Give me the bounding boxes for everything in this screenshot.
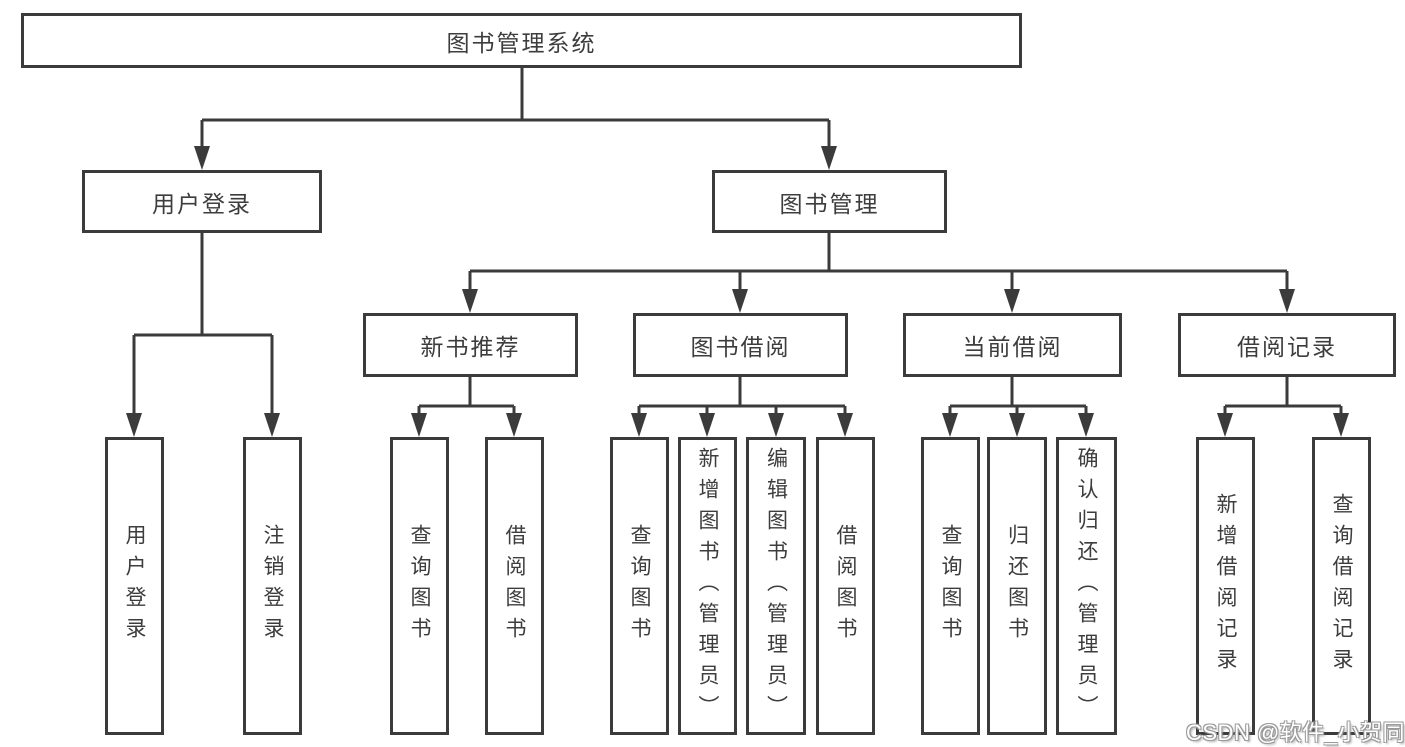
leaf-query-books-current: 查询图书 <box>921 437 980 735</box>
node-book-management: 图书管理 <box>712 170 947 233</box>
connector-book-borrow-to-leaves <box>631 377 853 437</box>
leaf-add-borrow-record: 新增借阅记录 <box>1196 437 1255 735</box>
node-borrow-records: 借阅记录 <box>1178 313 1396 377</box>
connector-user-login-to-leaves <box>126 233 280 437</box>
connector-root-to-level2 <box>194 67 837 170</box>
leaf-confirm-return-admin: 确认归还（管理员） <box>1056 437 1117 735</box>
node-label: 当前借阅 <box>962 334 1063 360</box>
leaf-borrow-books-recommend: 借阅图书 <box>485 437 544 735</box>
leaf-label: 确认归还（管理员） <box>1075 446 1098 726</box>
node-current-borrow: 当前借阅 <box>903 313 1122 377</box>
leaf-edit-book-admin: 编辑图书（管理员） <box>746 437 806 735</box>
csdn-watermark: CSDN @软件_小贺同学 <box>1186 720 1405 745</box>
leaf-label: 查询借阅记录 <box>1330 493 1353 679</box>
leaf-label: 注销登录 <box>261 524 284 648</box>
leaf-user-login: 用户登录 <box>105 437 164 735</box>
node-book-borrow: 图书借阅 <box>633 313 848 377</box>
node-label: 用户登录 <box>152 190 252 217</box>
node-library-management-system: 图书管理系统 <box>21 13 1022 68</box>
leaf-label: 借阅图书 <box>503 524 526 648</box>
connector-current-borrow-to-leaves <box>942 377 1094 437</box>
node-new-book-recommend: 新书推荐 <box>363 313 578 377</box>
node-label: 图书管理系统 <box>446 29 597 56</box>
leaf-query-books-recommend: 查询图书 <box>390 437 449 735</box>
leaf-logout: 注销登录 <box>243 437 302 735</box>
connector-borrow-records-to-leaves <box>1217 377 1349 437</box>
leaf-label: 查询图书 <box>628 524 651 648</box>
leaf-borrow-books: 借阅图书 <box>816 437 875 735</box>
node-label: 图书借阅 <box>690 334 791 360</box>
leaf-label: 借阅图书 <box>834 524 857 648</box>
node-label: 图书管理 <box>779 190 880 217</box>
connector-new-book-recommend-to-leaves <box>411 377 522 437</box>
connector-book-management-to-level3 <box>462 233 1295 313</box>
node-user-login: 用户登录 <box>82 170 322 233</box>
leaf-label: 编辑图书（管理员） <box>764 446 788 726</box>
leaf-query-books-borrow: 查询图书 <box>610 437 669 735</box>
leaf-label: 新增借阅记录 <box>1214 493 1237 679</box>
leaf-query-borrow-record: 查询借阅记录 <box>1312 437 1371 735</box>
leaf-label: 查询图书 <box>939 524 962 648</box>
leaf-return-book: 归还图书 <box>987 437 1047 735</box>
node-label: 新书推荐 <box>420 334 521 360</box>
leaf-label: 查询图书 <box>408 524 431 648</box>
leaf-label: 归还图书 <box>1005 524 1029 648</box>
leaf-label: 用户登录 <box>123 524 146 648</box>
leaf-label: 新增图书（管理员） <box>696 446 719 726</box>
node-label: 借阅记录 <box>1237 334 1337 360</box>
leaf-add-book-admin: 新增图书（管理员） <box>678 437 737 735</box>
